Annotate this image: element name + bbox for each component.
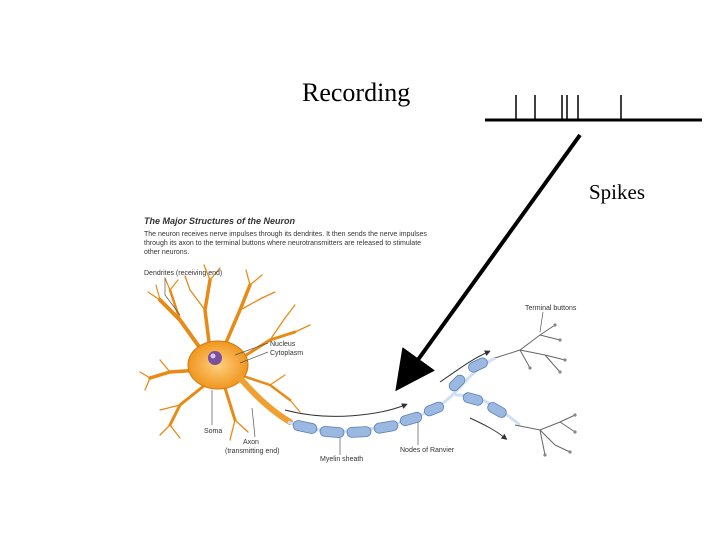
figure-title: The Major Structures of the Neuron	[144, 216, 296, 226]
leader-lines	[164, 278, 544, 455]
label-axon-sub: (transmitting end)	[225, 448, 279, 455]
label-nodes: Nodes of Ranvier	[400, 447, 455, 454]
spike-train	[485, 95, 702, 122]
recording-label: Recording	[302, 78, 411, 107]
figure-caption-line-2: through its axon to the terminal buttons…	[144, 240, 421, 247]
label-axon: Axon	[243, 439, 259, 446]
label-soma: Soma	[204, 428, 222, 435]
spikes-label: Spikes	[589, 180, 646, 204]
axon-branch	[454, 393, 521, 427]
figure-caption-line-3: other neurons.	[144, 249, 189, 256]
impulse-arrows	[284, 350, 508, 440]
terminal-buttons	[528, 323, 577, 457]
nucleus	[208, 351, 222, 365]
label-myelin: Myelin sheath	[320, 456, 363, 463]
label-nucleus: Nucleus	[270, 341, 296, 348]
label-dendrites: Dendrites (receiving end)	[144, 270, 222, 277]
label-terminal: Terminal buttons	[525, 305, 577, 312]
recording-arrow	[395, 133, 582, 392]
myelin-sheath	[292, 357, 507, 439]
axon-hillock	[237, 375, 293, 425]
figure-caption-line-1: The neuron receives nerve impulses throu…	[144, 231, 427, 238]
dendrites	[139, 264, 311, 441]
nucleolus	[210, 353, 216, 359]
label-cytoplasm: Cytoplasm	[270, 350, 303, 357]
soma	[187, 340, 249, 390]
terminal-branches	[494, 324, 576, 456]
